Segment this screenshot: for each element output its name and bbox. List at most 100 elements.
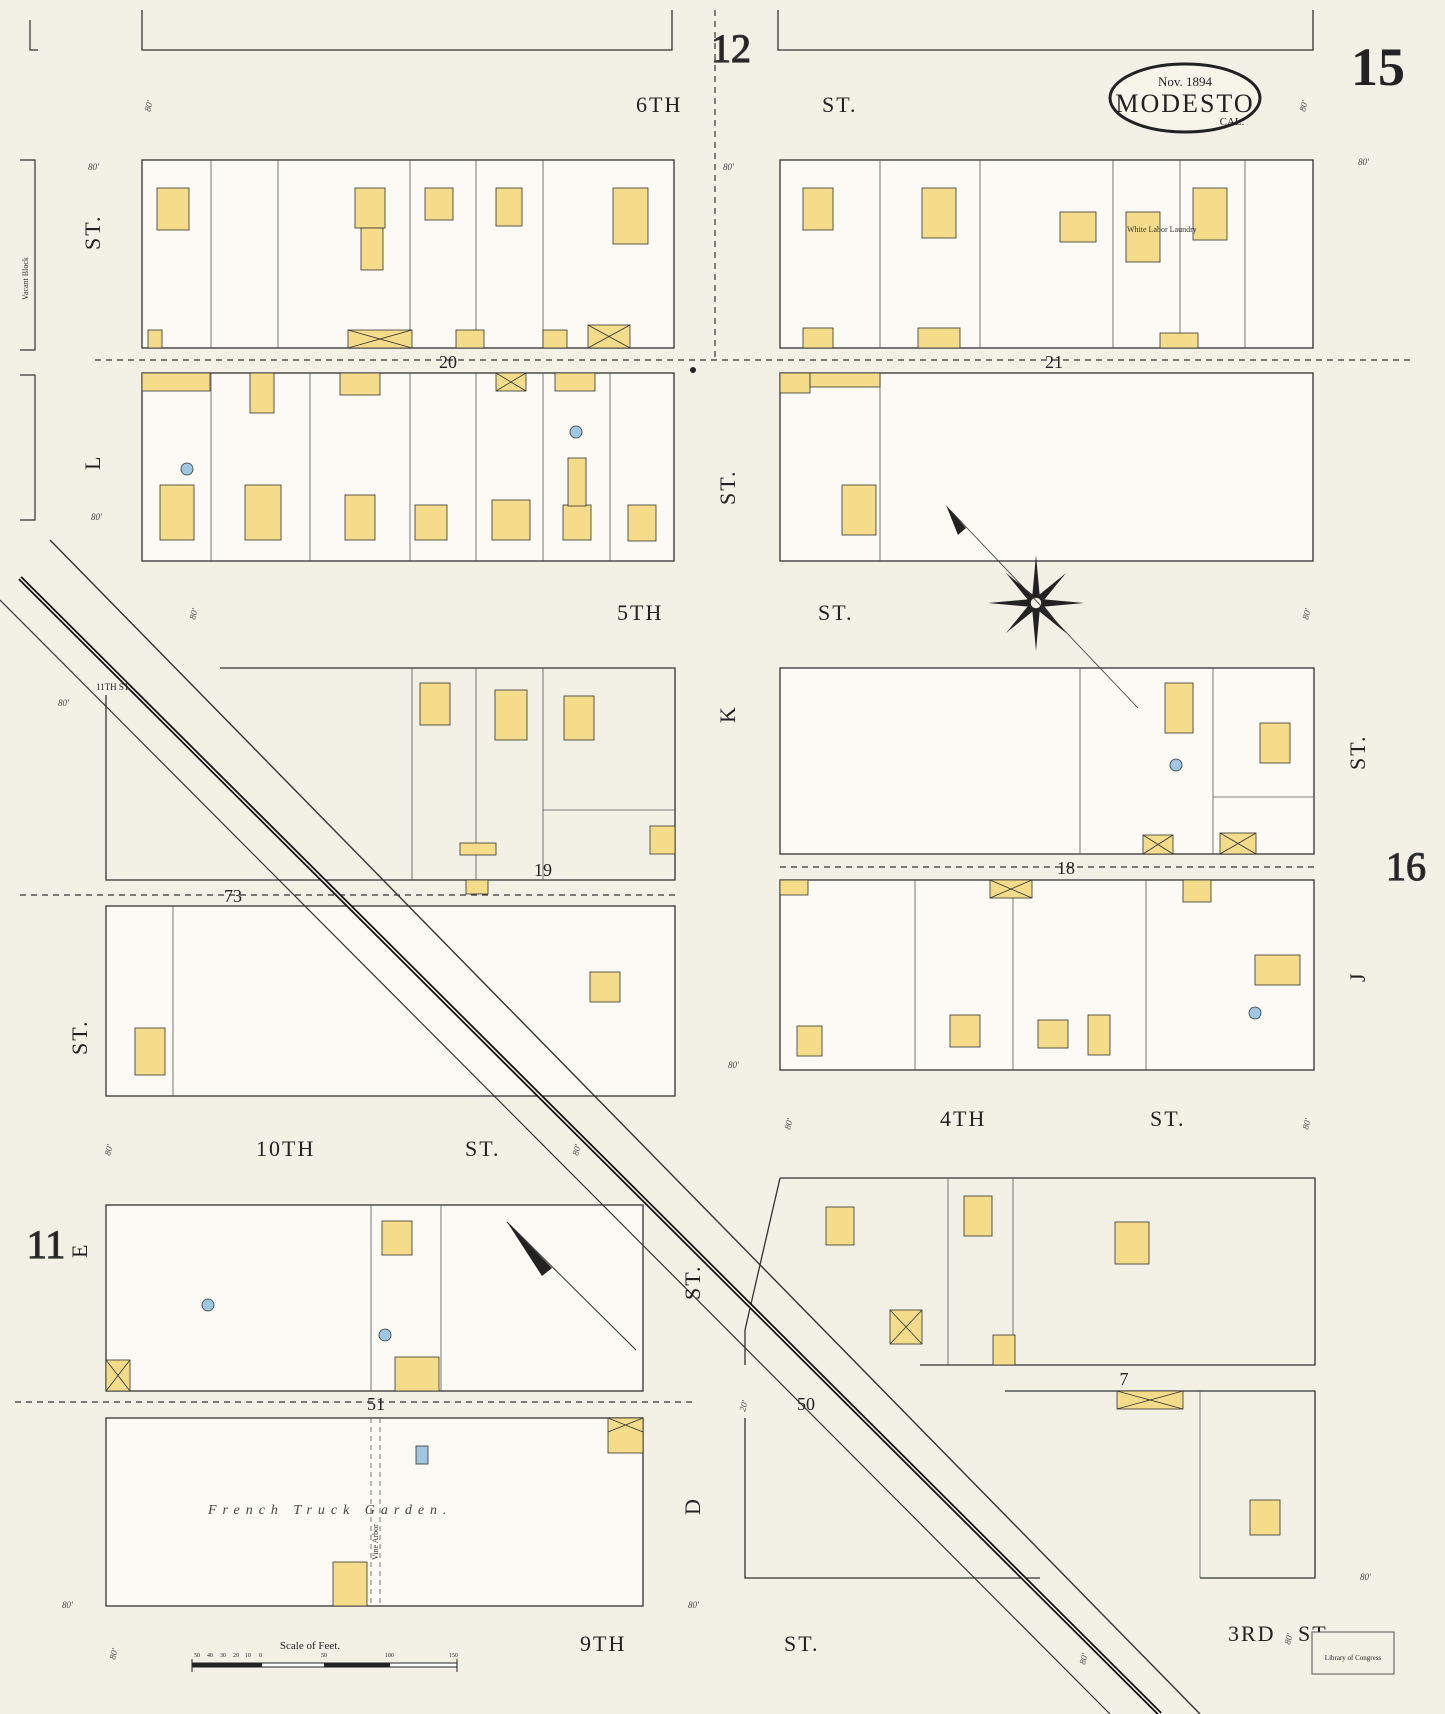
block-number-7: 7 — [1120, 1369, 1129, 1389]
hydrant-marker — [690, 367, 696, 373]
width-label: 80' — [1300, 606, 1313, 620]
scale-tick: 0 — [259, 1653, 262, 1659]
block-51-north — [105, 1204, 644, 1392]
scale-tick: 30 — [220, 1653, 226, 1659]
width-label: 80' — [782, 1116, 795, 1130]
block-21-lot-lines — [879, 160, 1246, 561]
street-j: J — [1345, 971, 1370, 982]
block-19-south — [105, 905, 676, 1097]
laundry-label: White Labor Laundry — [1127, 225, 1197, 234]
width-label: 80' — [62, 1600, 74, 1610]
street-e: E — [67, 1243, 92, 1258]
block-number-20: 20 — [439, 352, 457, 372]
street-e-st: ST. — [67, 1019, 92, 1055]
street-10th-st: ST. — [465, 1136, 501, 1161]
street-j-st: ST. — [1345, 734, 1370, 770]
width-label: 80' — [1300, 1116, 1313, 1130]
vine-arbor-label: Vine Arbor — [371, 1524, 380, 1560]
partial-block-top-right — [777, 10, 1314, 51]
width-label: 80' — [1360, 1572, 1372, 1582]
street-5th-st: ST. — [818, 600, 854, 625]
block-20-north — [141, 159, 675, 349]
water-tanks — [180, 425, 1262, 1465]
width-label: 80' — [1282, 1631, 1295, 1645]
scale-tick: 40 — [207, 1653, 213, 1659]
width-label: 80' — [88, 162, 100, 172]
partial-block-top-left — [141, 10, 673, 51]
library-stamp — [1311, 1631, 1395, 1675]
street-10th: 10TH — [256, 1136, 315, 1161]
scale-tick: 100 — [385, 1653, 394, 1659]
block-number-21: 21 — [1045, 352, 1063, 372]
width-label: 80' — [142, 98, 155, 112]
library-stamp-text: Library of Congress — [1325, 1654, 1382, 1662]
sheet-number: 15 — [1351, 37, 1405, 97]
scale-tick: 50 — [321, 1653, 327, 1659]
scale-tick: 50 — [194, 1653, 200, 1659]
block-number-51: 51 — [367, 1394, 385, 1414]
vacant-block-label: Vacant Block — [21, 257, 30, 300]
width-label: 80' — [723, 162, 735, 172]
width-label: 80' — [91, 512, 103, 522]
north-arrow-icon — [506, 1221, 637, 1351]
street-5th: 5TH — [617, 600, 663, 625]
width-label: 80' — [688, 1600, 700, 1610]
map-city: MODESTO — [1115, 89, 1254, 118]
block-number-73: 73 — [224, 886, 242, 906]
compass-rose-icon — [946, 505, 1139, 709]
street-d-st: ST. — [680, 1264, 705, 1300]
street-l-st: ST. — [80, 214, 105, 250]
vacant-block-strip-2 — [20, 374, 36, 521]
width-label: 80' — [570, 1142, 583, 1156]
street-k: K — [715, 705, 740, 723]
width-label: 20' — [737, 1398, 750, 1412]
water-mains — [15, 10, 1410, 1403]
scale-label: Scale of Feet. — [280, 1640, 340, 1652]
block-7-lot-lines — [947, 1178, 1201, 1578]
street-9th-st: ST. — [784, 1631, 820, 1656]
width-label: 80' — [1358, 157, 1370, 167]
crossed-outbuildings — [105, 324, 1257, 1433]
block-number-19: 19 — [534, 860, 552, 880]
scale-tick: 20 — [233, 1653, 239, 1659]
map-date: Nov. 1894 — [1158, 74, 1213, 89]
width-label: 80' — [1297, 98, 1310, 112]
edge-line-top — [29, 20, 38, 51]
title-oval — [1108, 62, 1262, 134]
block-20-lot-lines — [210, 160, 611, 561]
street-l: L — [80, 455, 105, 470]
vacant-block-strip-1 — [20, 159, 36, 351]
street-k-st: ST. — [715, 469, 740, 505]
adjacent-sheet-right: 16 — [1386, 844, 1426, 889]
street-9th: 9TH — [580, 1631, 626, 1656]
width-label: 80' — [1077, 1651, 1090, 1665]
block-7-north — [744, 1177, 1316, 1366]
scale-tick: 150 — [449, 1653, 458, 1659]
block-21-north — [779, 159, 1314, 349]
street-11th: 11TH ST. — [96, 682, 131, 692]
scale-of-feet: Scale of Feet. 50 40 30 20 10 0 50 100 1… — [191, 1640, 458, 1672]
block-18-lot-lines — [914, 668, 1314, 1070]
block-19-north — [105, 667, 676, 881]
block-51-south — [105, 1417, 644, 1607]
block-number-18: 18 — [1057, 858, 1075, 878]
block-51-lot-lines — [370, 1205, 442, 1606]
block-number-50: 50 — [797, 1394, 815, 1414]
width-label: 80' — [102, 1142, 115, 1156]
street-4th-st: ST. — [1150, 1106, 1186, 1131]
street-4th: 4TH — [940, 1106, 986, 1131]
width-label: 80' — [107, 1646, 120, 1660]
street-3rd: 3RD — [1228, 1621, 1276, 1646]
block-20-south — [141, 372, 675, 562]
street-6th: 6TH — [636, 92, 682, 117]
street-d: D — [680, 1497, 705, 1515]
width-label: 80' — [728, 1060, 740, 1070]
block-18-north — [779, 667, 1315, 855]
french-truck-garden-label: French Truck Garden. — [207, 1503, 453, 1518]
width-label: 80' — [58, 698, 70, 708]
adjacent-sheet-left: 11 — [27, 1222, 66, 1267]
scale-tick: 10 — [245, 1653, 251, 1659]
width-label: 80' — [187, 606, 200, 620]
adjacent-sheet-top: 12 — [711, 26, 751, 71]
